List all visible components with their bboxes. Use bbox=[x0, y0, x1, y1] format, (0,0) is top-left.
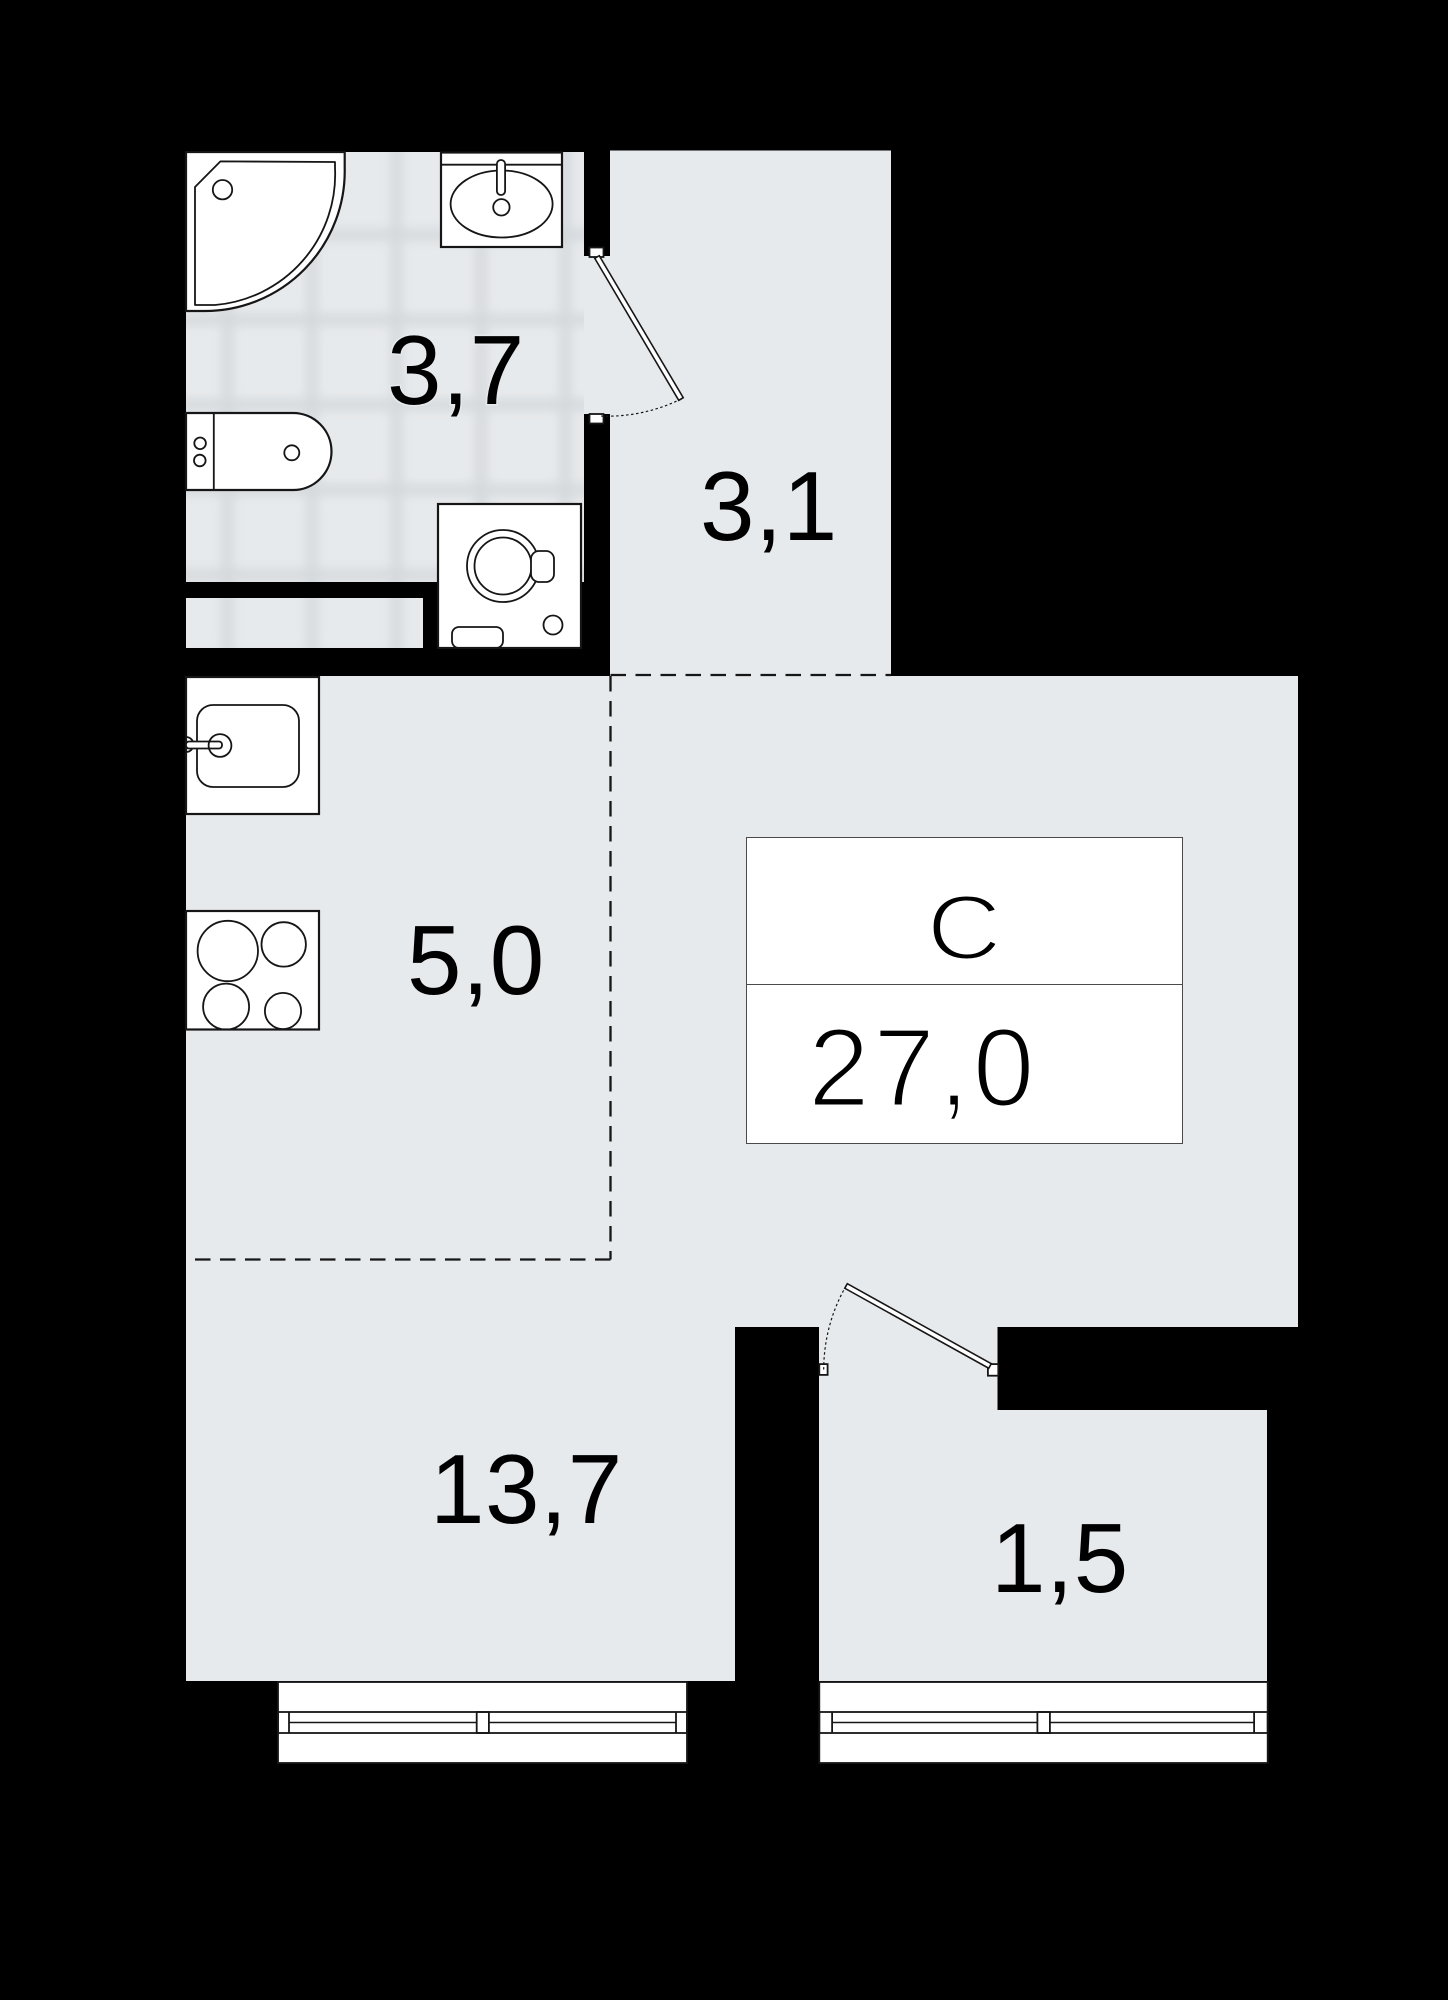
door-leaf bbox=[843, 1282, 993, 1370]
washing-machine-icon bbox=[436, 502, 583, 650]
kitchen-area-label: 5,0 bbox=[406, 905, 546, 1015]
unit-info-box: С 27,0 bbox=[746, 837, 1183, 1144]
kitchen-sink-icon bbox=[184, 675, 321, 816]
unit-area-cell: 27,0 bbox=[747, 985, 1182, 1143]
living-room-window-icon bbox=[277, 1681, 688, 1764]
hallway-area-label: 3,1 bbox=[699, 451, 839, 561]
door-hinge-jamb bbox=[588, 246, 605, 258]
zone-boundaries bbox=[186, 673, 891, 1261]
balcony-door bbox=[818, 1282, 1000, 1377]
hallway-floor bbox=[610, 150, 891, 676]
door-swing-arc bbox=[599, 398, 682, 417]
living-room-area-label: 13,7 bbox=[429, 1434, 624, 1544]
bathroom-door-opening bbox=[584, 256, 610, 414]
balcony-window-icon bbox=[818, 1681, 1269, 1764]
stove-icon bbox=[184, 909, 321, 1031]
bathroom-niche-floor bbox=[186, 598, 423, 648]
door-latch-jamb bbox=[818, 1363, 829, 1376]
door-latch-jamb bbox=[588, 413, 605, 425]
unit-type-cell: С bbox=[747, 838, 1182, 985]
bathroom-sink-icon bbox=[439, 151, 564, 249]
unit-type-label: С bbox=[925, 877, 1004, 979]
toilet-icon bbox=[184, 411, 333, 492]
unit-total-area-label: 27,0 bbox=[806, 1005, 1039, 1130]
bathroom-door bbox=[588, 246, 685, 425]
bathroom-area-label: 3,7 bbox=[386, 315, 526, 425]
door-hinge-jamb bbox=[987, 1363, 1000, 1377]
balcony-area-label: 1,5 bbox=[990, 1503, 1130, 1613]
wall-beside-washer bbox=[423, 598, 438, 648]
bathtub-icon bbox=[184, 150, 346, 313]
